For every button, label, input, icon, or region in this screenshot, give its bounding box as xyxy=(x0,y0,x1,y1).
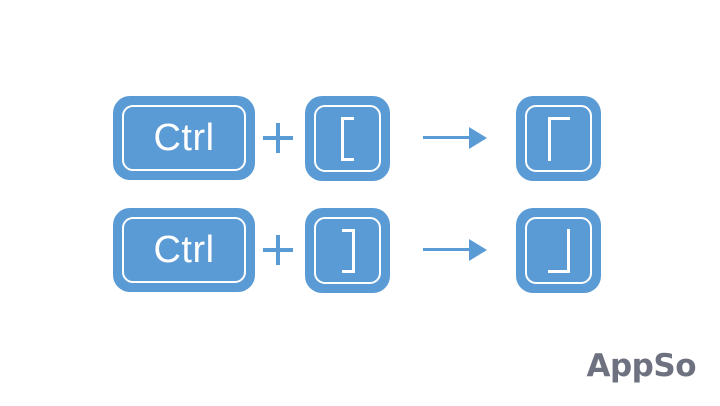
plus-operator-icon: + xyxy=(263,235,293,265)
output-key-cjk-close[interactable]: 」 xyxy=(516,208,601,293)
keycap-inner-border: 「 xyxy=(525,105,592,172)
input-key-right-bracket[interactable]: ] xyxy=(305,208,390,293)
brand-logo-appso: AppSo xyxy=(586,348,697,384)
right-square-bracket-icon xyxy=(333,228,363,273)
plus-operator-icon: + xyxy=(263,123,293,153)
input-key-left-bracket[interactable]: [ xyxy=(305,96,390,181)
cjk-corner-bracket-open-icon xyxy=(544,116,574,161)
modifier-key-label: Ctrl xyxy=(153,229,215,271)
shortcut-row: Ctrl + ] → 」 xyxy=(0,208,720,304)
keycap-inner-border: Ctrl xyxy=(122,217,246,283)
result-arrow-icon: → xyxy=(423,127,487,149)
keycap-inner-border: [ xyxy=(314,105,381,172)
keycap-inner-border: Ctrl xyxy=(122,105,246,171)
result-arrow-icon: → xyxy=(423,239,487,261)
keycap-inner-border: 」 xyxy=(525,217,592,284)
cjk-corner-bracket-close-icon xyxy=(544,228,574,273)
left-square-bracket-icon xyxy=(333,116,363,161)
keycap-inner-border: ] xyxy=(314,217,381,284)
shortcut-row: Ctrl + [ → 「 xyxy=(0,96,720,192)
modifier-key-label: Ctrl xyxy=(153,117,215,159)
modifier-key-ctrl[interactable]: Ctrl xyxy=(113,208,255,292)
output-key-cjk-open[interactable]: 「 xyxy=(516,96,601,181)
modifier-key-ctrl[interactable]: Ctrl xyxy=(113,96,255,180)
